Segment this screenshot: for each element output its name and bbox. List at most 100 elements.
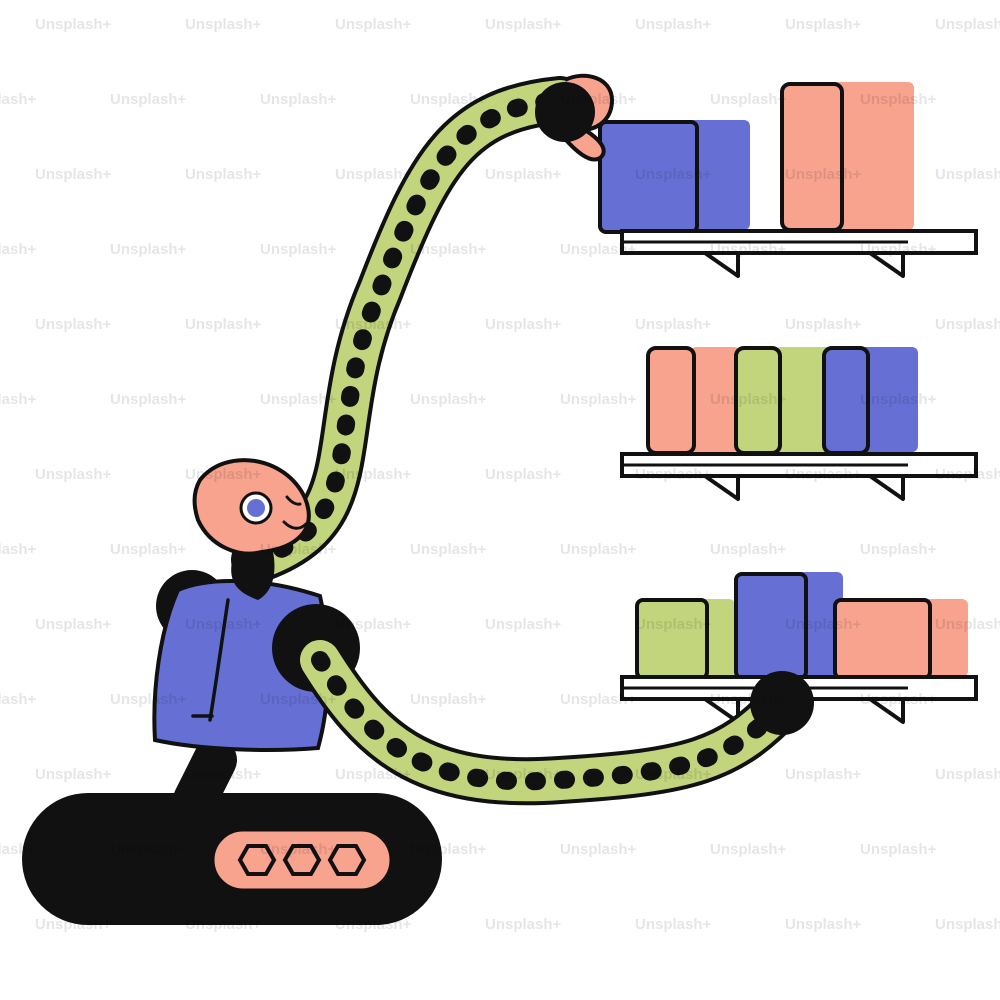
shelf-middle <box>620 346 978 501</box>
watermark-text: Unsplash+ <box>710 691 787 708</box>
watermark-text: Unsplash+ <box>485 466 562 483</box>
watermark-text: Unsplash+ <box>260 241 337 258</box>
shelf-bracket <box>868 697 905 724</box>
watermark-text: Unsplash+ <box>335 166 412 183</box>
watermark-text: Unsplash+ <box>935 166 1000 183</box>
watermark-text: Unsplash+ <box>410 541 487 558</box>
watermark-text: Unsplash+ <box>485 316 562 333</box>
shelf-bracket <box>868 474 905 501</box>
book <box>830 82 914 230</box>
hexagon-icon <box>327 844 367 876</box>
watermark-text: Unsplash+ <box>935 616 1000 633</box>
watermark-text: Unsplash+ <box>110 841 187 858</box>
watermark-text: Unsplash+ <box>560 391 637 408</box>
watermark-text: Unsplash+ <box>260 91 337 108</box>
upper-hand <box>535 73 614 162</box>
watermark-text: Unsplash+ <box>185 616 262 633</box>
hexagon-icon <box>282 844 322 876</box>
book <box>635 598 709 680</box>
watermark-text: Unsplash+ <box>185 766 262 783</box>
watermark-text: Unsplash+ <box>635 466 712 483</box>
watermark-text: Unsplash+ <box>0 391 37 408</box>
watermark-text: Unsplash+ <box>485 766 562 783</box>
watermark-text: Unsplash+ <box>35 16 112 33</box>
watermark-text: Unsplash+ <box>635 766 712 783</box>
watermark-text: Unsplash+ <box>785 616 862 633</box>
watermark-text: Unsplash+ <box>635 616 712 633</box>
watermark-text: Unsplash+ <box>560 541 637 558</box>
watermark-text: Unsplash+ <box>185 466 262 483</box>
watermark-text: Unsplash+ <box>335 916 412 933</box>
watermark-text: Unsplash+ <box>935 316 1000 333</box>
watermark-text: Unsplash+ <box>935 766 1000 783</box>
watermark-text: Unsplash+ <box>260 691 337 708</box>
watermark-text: Unsplash+ <box>785 16 862 33</box>
watermark-text: Unsplash+ <box>860 241 937 258</box>
watermark-text: Unsplash+ <box>185 166 262 183</box>
watermark-text: Unsplash+ <box>410 691 487 708</box>
robot-tracks <box>22 738 442 925</box>
watermark-text: Unsplash+ <box>110 241 187 258</box>
lower-hand <box>750 671 814 735</box>
watermark-text: Unsplash+ <box>35 166 112 183</box>
book <box>780 82 844 232</box>
shelf-bracket <box>703 251 740 278</box>
watermark-text: Unsplash+ <box>860 391 937 408</box>
watermark-text: Unsplash+ <box>35 766 112 783</box>
watermark-text: Unsplash+ <box>710 541 787 558</box>
watermark-text: Unsplash+ <box>560 691 637 708</box>
watermark-text: Unsplash+ <box>35 466 112 483</box>
watermark-text: Unsplash+ <box>935 916 1000 933</box>
watermark-text: Unsplash+ <box>110 691 187 708</box>
watermark-text: Unsplash+ <box>485 616 562 633</box>
book <box>833 598 932 680</box>
watermark-text: Unsplash+ <box>485 916 562 933</box>
watermark-text: Unsplash+ <box>560 841 637 858</box>
watermark-text: Unsplash+ <box>485 166 562 183</box>
watermark-text: Unsplash+ <box>860 691 937 708</box>
watermark-text: Unsplash+ <box>635 916 712 933</box>
watermark-text: Unsplash+ <box>335 316 412 333</box>
watermark-text: Unsplash+ <box>185 16 262 33</box>
watermark-text: Unsplash+ <box>260 391 337 408</box>
watermark-layer: Unsplash+ Unsplash+ Unsplash+ Unsplash+ Unsp… <box>0 16 1000 933</box>
watermark-text: Unsplash+ <box>335 766 412 783</box>
watermark-text: Unsplash+ <box>410 391 487 408</box>
watermark-text: Unsplash+ <box>110 91 187 108</box>
shelf-top <box>598 82 978 278</box>
watermark-text: Unsplash+ <box>710 391 787 408</box>
watermark-text: Unsplash+ <box>860 541 937 558</box>
watermark-text: Unsplash+ <box>935 466 1000 483</box>
watermark-text: Unsplash+ <box>560 91 637 108</box>
watermark-text: Unsplash+ <box>260 541 337 558</box>
watermark-text: Unsplash+ <box>260 841 337 858</box>
watermark-text: Unsplash+ <box>410 91 487 108</box>
watermark-text: Unsplash+ <box>785 316 862 333</box>
watermark-text: Unsplash+ <box>0 241 37 258</box>
watermark-text: Unsplash+ <box>635 166 712 183</box>
watermark-text: Unsplash+ <box>860 841 937 858</box>
watermark-text: Unsplash+ <box>710 241 787 258</box>
watermark-text: Unsplash+ <box>35 616 112 633</box>
watermark-text: Unsplash+ <box>785 916 862 933</box>
shelf-bracket <box>868 251 905 278</box>
watermark-text: Unsplash+ <box>335 466 412 483</box>
watermark-text: Unsplash+ <box>35 916 112 933</box>
watermark-text: Unsplash+ <box>110 391 187 408</box>
watermark-text: Unsplash+ <box>335 616 412 633</box>
watermark-text: Unsplash+ <box>410 241 487 258</box>
watermark-text: Unsplash+ <box>935 16 1000 33</box>
hexagon-icon <box>237 844 277 876</box>
book <box>646 346 696 455</box>
watermark-text: Unsplash+ <box>710 91 787 108</box>
watermark-text: Unsplash+ <box>0 91 37 108</box>
watermark-text: Unsplash+ <box>0 841 37 858</box>
shelf-bracket <box>703 474 740 501</box>
robot-head <box>192 458 311 556</box>
watermark-text: Unsplash+ <box>185 316 262 333</box>
watermark-text: Unsplash+ <box>110 541 187 558</box>
watermark-text: Unsplash+ <box>0 541 37 558</box>
watermark-text: Unsplash+ <box>485 16 562 33</box>
watermark-text: Unsplash+ <box>785 766 862 783</box>
